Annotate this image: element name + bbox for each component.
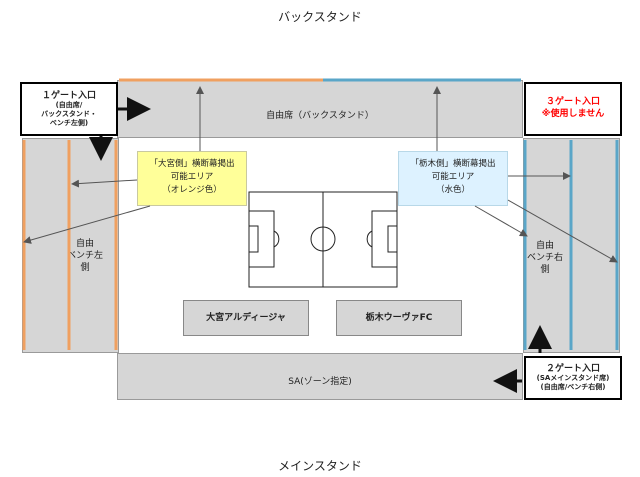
left-stand-label-line: ベンチ左	[66, 251, 103, 261]
right-stand-label-line: 側	[540, 265, 550, 275]
tochigi-arrows	[433, 86, 618, 263]
omiya-banner-line: 「大宮側」横断幕掲出	[149, 159, 235, 169]
right-stand-label-line: ベンチ右	[526, 253, 563, 263]
gate1-sub: (自由席/	[55, 101, 83, 109]
away-team-box: 栃木ウーヴァFC	[336, 300, 462, 336]
gate2-title: ２ゲート入口	[545, 364, 600, 374]
gate2-sub: (SAメインスタンド席)	[536, 374, 610, 382]
left-stand-label: 自由 ベンチ左 側	[60, 238, 110, 274]
soccer-pitch	[248, 191, 398, 288]
back-stand-label: 自由席（バックスタンド）	[266, 111, 374, 121]
gate1-sub: ベンチ左側)	[49, 119, 89, 127]
right-stand-label-line: 自由	[535, 241, 554, 251]
omiya-arrows	[23, 86, 204, 244]
left-stand-label-line: 側	[80, 263, 90, 273]
tochigi-banner-line: （水色）	[435, 185, 470, 195]
gate-arrows	[89, 97, 552, 393]
gate3-box: ３ゲート入口 ※使用しません	[524, 82, 622, 136]
tochigi-banner-line: 可能エリア	[431, 172, 475, 182]
sa-stand: SA(ゾーン指定)	[117, 353, 523, 400]
gate3-title: ３ゲート入口	[545, 97, 600, 107]
tochigi-banner-area: 「栃木側」横断幕掲出 可能エリア （水色）	[398, 151, 508, 206]
back-stand: 自由席（バックスタンド）	[117, 80, 523, 138]
omiya-banner-line: 可能エリア	[170, 172, 214, 182]
main-stand-title: メインスタンド	[278, 459, 362, 473]
home-team-box: 大宮アルディージャ	[183, 300, 309, 336]
gate1-box: １ゲート入口 (自由席/ バックスタンド・ ベンチ左側)	[20, 82, 118, 136]
back-stand-title: バックスタンド	[278, 10, 362, 24]
sa-stand-label: SA(ゾーン指定)	[288, 377, 352, 387]
gate2-sub: (自由席/ベンチ右側)	[540, 383, 606, 391]
right-stand-label: 自由 ベンチ右 側	[520, 240, 570, 276]
omiya-banner-line: （オレンジ色）	[162, 185, 222, 195]
left-stand-label-line: 自由	[75, 239, 94, 249]
tochigi-banner-line: 「栃木側」横断幕掲出	[410, 159, 496, 169]
gate2-box: ２ゲート入口 (SAメインスタンド席) (自由席/ベンチ右側)	[524, 356, 622, 400]
gate3-sub: ※使用しません	[541, 109, 605, 119]
omiya-banner-area: 「大宮側」横断幕掲出 可能エリア （オレンジ色）	[137, 151, 247, 206]
gate1-sub: バックスタンド・	[41, 110, 97, 118]
gate1-title: １ゲート入口	[41, 91, 96, 101]
